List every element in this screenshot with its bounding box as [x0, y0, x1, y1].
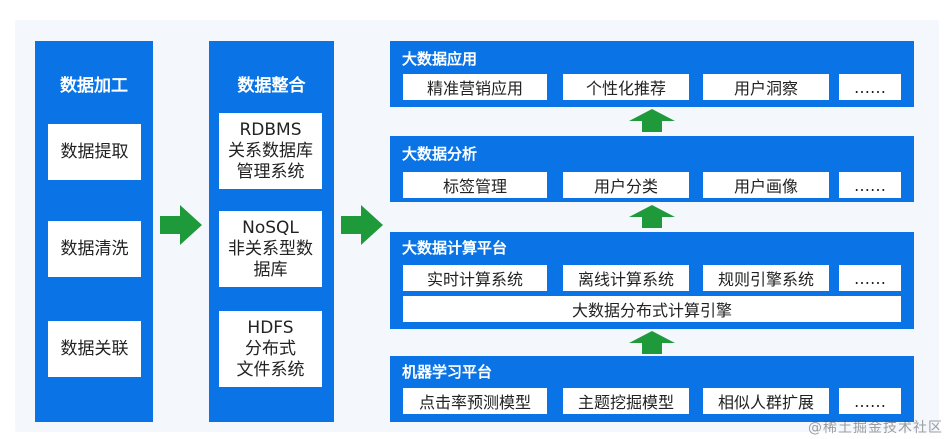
integration-item-hdfs: HDFS 分布式 文件系统	[219, 311, 322, 387]
up-arrow-icon	[629, 331, 675, 354]
up-arrow-icon	[629, 205, 675, 228]
integration-title: 数据整合	[237, 76, 306, 96]
integration-item-nosql: NoSQL 非关系型数 据库	[219, 211, 322, 287]
processing-item: 数据清洗	[48, 221, 141, 277]
layer-big-data-analysis: 大数据分析 标签管理 用户分类 用户画像 ……	[390, 136, 914, 202]
layer-title: 大数据计算平台	[402, 239, 508, 257]
layer-cell: 精准营销应用	[403, 74, 547, 100]
layer-cell: 实时计算系统	[403, 265, 547, 291]
layer-cell: 点击率预测模型	[403, 388, 547, 414]
layer-cell: 离线计算系统	[563, 265, 689, 291]
processing-item: 数据关联	[48, 321, 141, 377]
layer-big-data-computing-platform: 大数据计算平台 实时计算系统 离线计算系统 规则引擎系统 …… 大数据分布式计算…	[390, 232, 914, 329]
layer-title: 大数据分析	[402, 145, 478, 163]
layer-machine-learning-platform: 机器学习平台 点击率预测模型 主题挖掘模型 相似人群扩展 ……	[390, 356, 914, 422]
right-arrow-icon	[341, 205, 383, 245]
layer-cell: ……	[839, 265, 901, 291]
integration-column: 数据整合 RDBMS 关系数据库 管理系统 NoSQL 非关系型数 据库 HDF…	[209, 41, 334, 422]
layer-cell: 相似人群扩展	[703, 388, 829, 414]
layer-cell: ……	[839, 388, 901, 414]
layer-cell: 规则引擎系统	[703, 265, 829, 291]
layer-cell: ……	[839, 172, 901, 198]
right-arrow-icon	[160, 205, 202, 245]
layer-cell: 用户画像	[703, 172, 829, 198]
layer-cell: 用户洞察	[703, 74, 829, 100]
layer-footer-cell: 大数据分布式计算引擎	[403, 296, 901, 322]
layer-cell: ……	[839, 74, 901, 100]
up-arrow-icon	[629, 109, 675, 132]
layer-title: 机器学习平台	[402, 363, 493, 381]
layer-cell: 个性化推荐	[563, 74, 689, 100]
layer-cell: 用户分类	[563, 172, 689, 198]
processing-item: 数据提取	[48, 124, 141, 180]
layer-cell: 主题挖掘模型	[563, 388, 689, 414]
layer-big-data-application: 大数据应用 精准营销应用 个性化推荐 用户洞察 ……	[390, 41, 914, 107]
layer-title: 大数据应用	[402, 50, 478, 68]
processing-title: 数据加工	[60, 76, 128, 96]
layer-cell: 标签管理	[403, 172, 547, 198]
integration-item-rdbms: RDBMS 关系数据库 管理系统	[219, 113, 322, 189]
processing-column: 数据加工 数据提取 数据清洗 数据关联	[35, 41, 153, 422]
watermark: @稀土掘金技术社区	[808, 420, 943, 436]
